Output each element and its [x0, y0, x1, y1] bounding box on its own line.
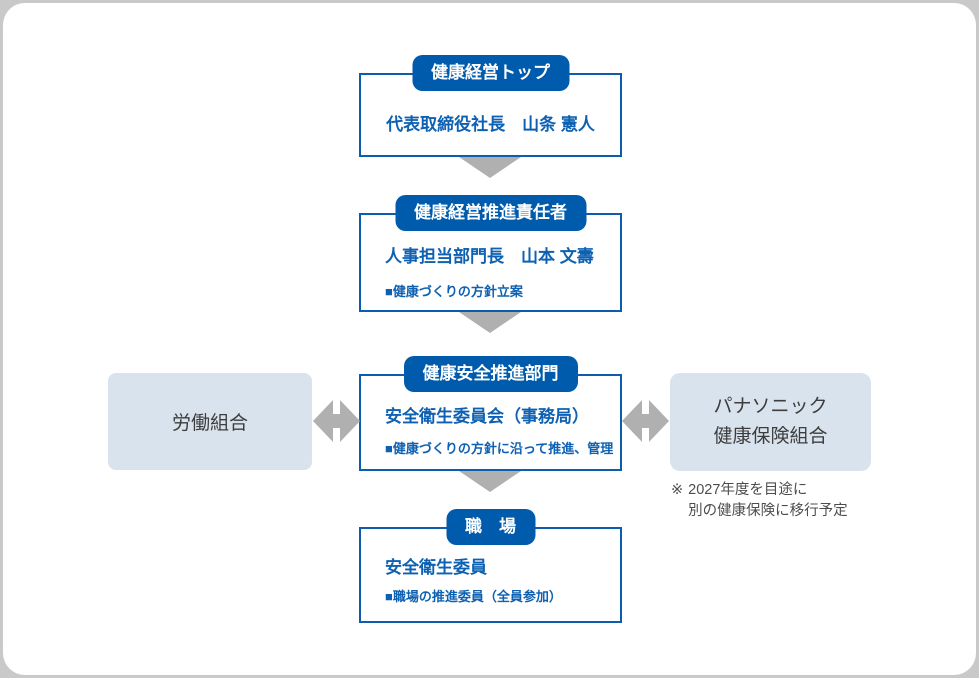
side-box-label-line1: パナソニック: [713, 396, 828, 417]
node-workplace: 職 場 安全衛生委員 ■職場の推進委員（全員参加）: [359, 509, 622, 623]
note-line1: 2027年度を目途に: [688, 482, 808, 498]
down-arrow-icon: [459, 471, 521, 492]
double-arrow-icon: [622, 400, 669, 442]
node-label-badge: 健康経営推進責任者: [395, 195, 586, 231]
node-bullet: ■健康づくりの方針立案: [385, 284, 523, 299]
side-box-labor-union: 労働組合: [108, 373, 312, 470]
side-box-health-insurance: パナソニック 健康保険組合: [670, 373, 871, 471]
node-title: 代表取締役社長 山条 憲人: [386, 115, 595, 134]
double-arrow-icon: [313, 400, 360, 442]
node-label-badge: 職 場: [446, 509, 535, 545]
node-health-safety-dept: 健康安全推進部門 安全衛生委員会（事務局） ■健康づくりの方針に沿って推進、管理: [359, 356, 622, 471]
node-health-management-top: 健康経営トップ 代表取締役社長 山条 憲人: [359, 55, 622, 157]
note-text: 2027年度を目途に 別の健康保険に移行予定: [688, 480, 848, 522]
node-promotion-officer: 健康経営推進責任者 人事担当部門長 山本 文壽 ■健康づくりの方針立案: [359, 195, 622, 312]
node-title: 人事担当部門長 山本 文壽: [385, 247, 594, 266]
node-label-badge: 健康安全推進部門: [403, 356, 578, 392]
note-marker: ※: [671, 482, 684, 498]
node-bullet: ■職場の推進委員（全員参加）: [385, 589, 562, 604]
node-title: 安全衛生委員: [385, 558, 487, 577]
note-line2: 別の健康保険に移行予定: [688, 503, 848, 519]
insurance-transition-note: ※ 2027年度を目途に 別の健康保険に移行予定: [671, 480, 848, 522]
node-title: 安全衛生委員会（事務局）: [385, 407, 589, 426]
side-box-label: 労働組合: [171, 413, 248, 434]
down-arrow-icon: [459, 312, 521, 333]
node-bullet: ■健康づくりの方針に沿って推進、管理: [385, 441, 614, 456]
side-box-label-line2: 健康保険組合: [713, 426, 828, 447]
node-label-badge: 健康経営トップ: [412, 55, 569, 91]
down-arrow-icon: [459, 157, 521, 178]
